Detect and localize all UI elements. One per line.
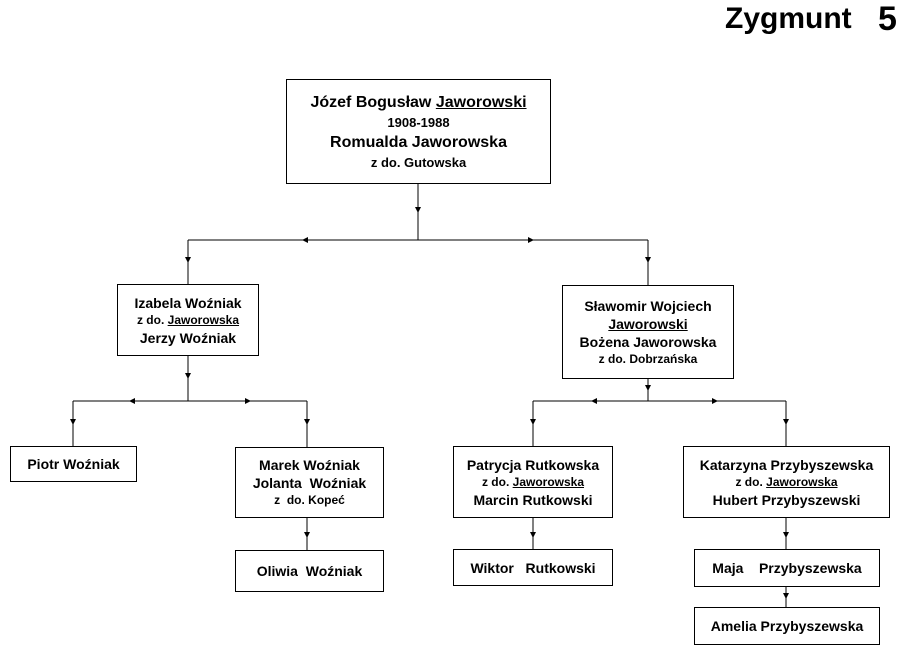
title-number: 5 — [878, 0, 897, 38]
node-izabela[interactable]: Izabela Woźniak z do. Jaworowska Jerzy W… — [117, 284, 259, 356]
izabela-name: Izabela Woźniak — [134, 294, 242, 311]
oliwia-name: Oliwia Woźniak — [256, 563, 363, 579]
amelia-name: Amelia Przybyszewska — [710, 618, 864, 634]
node-slawomir[interactable]: Sławomir Wojciech Jaworowski Bożena Jawo… — [562, 285, 734, 379]
maja-name: Maja Przybyszewska — [712, 560, 862, 576]
node-katarzyna[interactable]: Katarzyna Przybyszewska z do. Jaworowska… — [683, 446, 890, 518]
slawomir-name: Sławomir Wojciech — [584, 297, 712, 314]
katarzyna-maiden: z do. Jaworowska — [735, 474, 838, 489]
node-wiktor[interactable]: Wiktor Rutkowski — [453, 549, 613, 586]
izabela-spouse: Jerzy Woźniak — [139, 329, 237, 346]
node-maja[interactable]: Maja Przybyszewska — [694, 549, 880, 587]
patrycja-name: Patrycja Rutkowska — [466, 456, 600, 473]
node-oliwia[interactable]: Oliwia Woźniak — [235, 550, 384, 592]
wiktor-name: Wiktor Rutkowski — [470, 559, 596, 576]
root-spouse: Romualda Jaworowska — [330, 133, 507, 151]
katarzyna-spouse: Hubert Przybyszewski — [712, 491, 861, 508]
marek-spouse: Jolanta Woźniak — [252, 475, 367, 491]
izabela-maiden: z do. Jaworowska — [136, 312, 240, 327]
node-amelia[interactable]: Amelia Przybyszewska — [694, 607, 880, 645]
patrycja-maiden: z do. Jaworowska — [481, 474, 585, 489]
root-maiden: z do. Gutowska — [370, 154, 467, 170]
patrycja-spouse: Marcin Rutkowski — [473, 491, 593, 508]
marek-maiden: z do. Kopeć — [274, 493, 345, 507]
node-root[interactable]: Józef Bogusław Jaworowski 1908-1988 Romu… — [286, 79, 551, 184]
page-title: Zygmunt 5 — [725, 0, 897, 38]
title-name: Zygmunt — [725, 2, 852, 35]
slawomir-maiden: z do. Dobrzańska — [598, 351, 698, 366]
root-dates: 1908-1988 — [387, 114, 450, 130]
node-marek[interactable]: Marek Woźniak Jolanta Woźniak z do. Kope… — [235, 447, 384, 518]
node-patrycja[interactable]: Patrycja Rutkowska z do. Jaworowska Marc… — [453, 446, 613, 518]
katarzyna-name: Katarzyna Przybyszewska — [699, 456, 874, 473]
slawomir-surname: Jaworowski — [608, 315, 688, 332]
root-name: Józef Bogusław Jaworowski — [310, 93, 527, 111]
node-piotr[interactable]: Piotr Woźniak — [10, 446, 137, 482]
marek-name: Marek Woźniak — [259, 457, 360, 473]
root-surname: Jaworowski — [435, 93, 527, 111]
slawomir-spouse: Bożena Jaworowska — [579, 333, 717, 350]
piotr-name: Piotr Woźniak — [27, 456, 120, 472]
